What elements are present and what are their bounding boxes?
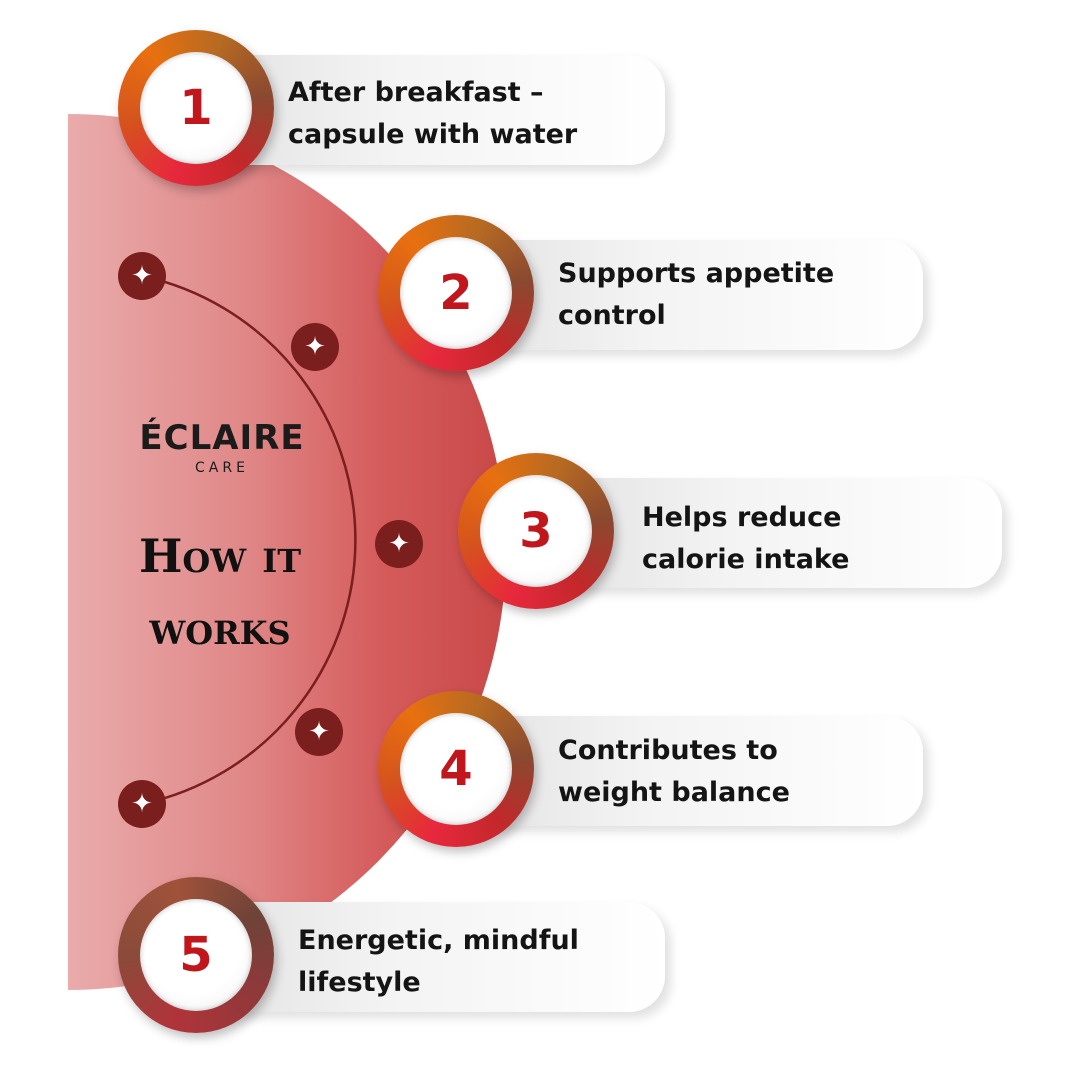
brand-name: ÉCLAIRE [139, 418, 305, 458]
step-1-line-1: After breakfast – [288, 77, 544, 108]
step-text-4: Contributes to weight balance [558, 730, 790, 814]
sparkle-icon: ✦ [375, 520, 423, 568]
step-text-1: After breakfast – capsule with water [288, 72, 577, 156]
step-5-line-1: Energetic, mindful [298, 925, 579, 956]
step-5-line-2: lifestyle [298, 967, 421, 998]
step-1-line-2: capsule with water [288, 119, 578, 150]
step-number-3: 3 [519, 503, 553, 559]
step-number-1: 1 [179, 80, 213, 136]
step-badge-2: 2 [378, 215, 534, 371]
step-badge-1: 1 [118, 30, 274, 186]
title-line-1: How it [138, 529, 302, 583]
step-number-2: 2 [439, 265, 473, 321]
sparkle-icon: ✦ [291, 323, 339, 371]
step-3-line-2: calorie intake [642, 544, 850, 575]
step-number-4: 4 [439, 741, 473, 797]
step-number-5: 5 [179, 927, 213, 983]
step-3-line-1: Helps reduce [642, 502, 842, 533]
step-card-5 [200, 902, 665, 1012]
step-4-line-1: Contributes to [558, 735, 778, 766]
brand-subtitle: CARE [195, 460, 249, 476]
page-title: How it works [100, 520, 340, 664]
step-card-3 [540, 478, 1002, 588]
title-line-2: works [149, 601, 291, 655]
brand-logo: ÉCLAIRE CARE [110, 418, 334, 476]
step-badge-4: 4 [378, 691, 534, 847]
step-badge-3: 3 [458, 453, 614, 609]
step-2-line-1: Supports appetite [558, 258, 835, 289]
step-text-3: Helps reduce calorie intake [642, 497, 849, 581]
step-2-line-2: control [558, 300, 666, 331]
sparkle-icon: ✦ [295, 708, 343, 756]
step-4-line-2: weight balance [558, 777, 790, 808]
sparkle-icon: ✦ [118, 780, 166, 828]
sparkle-icon: ✦ [118, 252, 166, 300]
step-text-2: Supports appetite control [558, 253, 834, 337]
step-badge-5: 5 [118, 877, 274, 1033]
step-card-1 [200, 55, 665, 165]
step-text-5: Energetic, mindful lifestyle [298, 920, 579, 1004]
